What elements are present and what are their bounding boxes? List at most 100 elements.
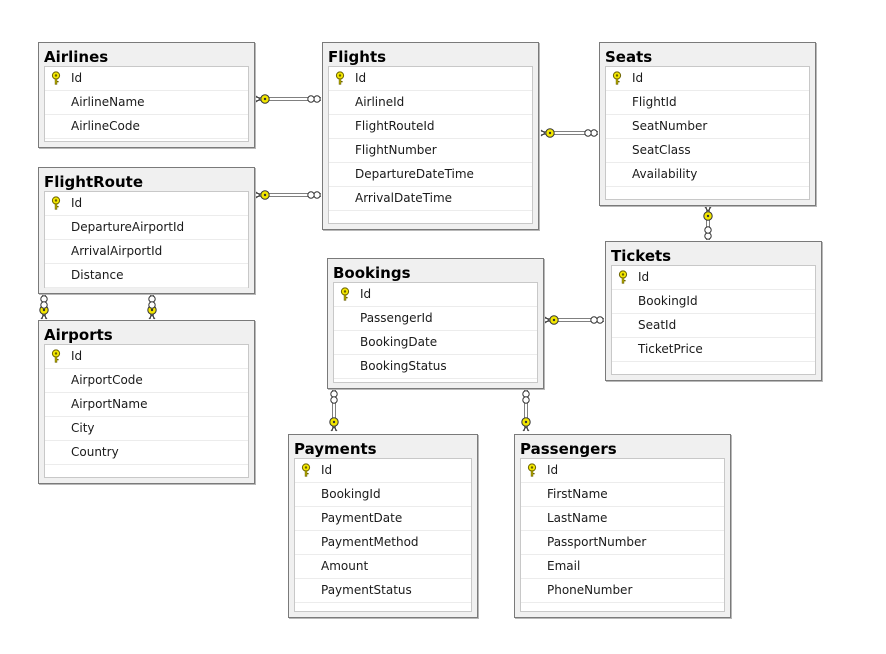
column-row[interactable]: BookingId [612, 290, 815, 314]
column-row[interactable]: SeatId [612, 314, 815, 338]
column-row[interactable]: Id [521, 459, 724, 483]
column-row[interactable]: Email [521, 555, 724, 579]
relationship-seats-tickets[interactable] [703, 206, 713, 240]
column-row[interactable]: Distance [45, 264, 248, 288]
primary-key-icon [50, 71, 62, 85]
column-name: FlightId [632, 95, 677, 109]
column-name: PaymentStatus [321, 583, 412, 597]
column-name: Id [547, 463, 559, 477]
column-row[interactable]: Id [45, 345, 248, 369]
column-name: DepartureAirportId [71, 220, 185, 234]
column-row[interactable]: FlightId [606, 91, 809, 115]
column-name: Id [71, 196, 83, 210]
column-row[interactable]: DepartureAirportId [45, 216, 248, 240]
column-row[interactable]: AirlineId [329, 91, 532, 115]
column-row[interactable]: TicketPrice [612, 338, 815, 362]
table-title[interactable]: FlightRoute [44, 173, 143, 191]
column-row[interactable]: FlightNumber [329, 139, 532, 163]
column-row[interactable]: PaymentMethod [295, 531, 471, 555]
column-row[interactable]: AirlineCode [45, 115, 248, 139]
many-end-infinity-icon [704, 226, 712, 240]
relationship-bookings-tickets[interactable] [544, 315, 604, 325]
column-row[interactable]: PhoneNumber [521, 579, 724, 603]
column-row[interactable]: City [45, 417, 248, 441]
column-row[interactable]: PassportNumber [521, 531, 724, 555]
column-row[interactable]: FirstName [521, 483, 724, 507]
relationship-passengers-bookings[interactable] [521, 390, 531, 432]
column-row[interactable]: AirlineName [45, 91, 248, 115]
table-title[interactable]: Payments [294, 440, 377, 458]
column-row[interactable]: Id [612, 266, 815, 290]
column-row[interactable]: AirportName [45, 393, 248, 417]
column-name: Id [321, 463, 333, 477]
column-name: BookingId [638, 294, 698, 308]
column-row[interactable]: Id [45, 192, 248, 216]
relationship-flights-seats[interactable] [540, 128, 598, 138]
table-title[interactable]: Airports [44, 326, 113, 344]
table-title[interactable]: Seats [605, 48, 653, 66]
relationship-bookings-payments[interactable] [329, 390, 339, 432]
column-name: SeatClass [632, 143, 691, 157]
relationship-airports-flightroute-departure[interactable] [39, 295, 49, 320]
column-row[interactable]: DepartureDateTime [329, 163, 532, 187]
column-row[interactable]: Id [334, 283, 537, 307]
column-name: FirstName [547, 487, 608, 501]
one-end-key-icon [329, 417, 339, 432]
column-row[interactable]: Id [295, 459, 471, 483]
column-name: AirlineCode [71, 119, 140, 133]
column-row[interactable]: SeatClass [606, 139, 809, 163]
column-row[interactable]: Country [45, 441, 248, 465]
relationship-airlines-flights[interactable] [255, 94, 321, 104]
primary-key-icon [339, 287, 351, 301]
column-row[interactable]: ArrivalAirportId [45, 240, 248, 264]
column-row[interactable]: PaymentDate [295, 507, 471, 531]
column-name: FlightNumber [355, 143, 437, 157]
column-row[interactable]: SeatNumber [606, 115, 809, 139]
table-title[interactable]: Airlines [44, 48, 109, 66]
many-end-infinity-icon [590, 316, 604, 324]
column-row[interactable]: PaymentStatus [295, 579, 471, 603]
column-row[interactable]: BookingId [295, 483, 471, 507]
relationship-airports-flightroute-arrival[interactable] [147, 295, 157, 320]
many-end-infinity-icon [522, 390, 530, 404]
column-row[interactable]: FlightRouteId [329, 115, 532, 139]
relationship-flightroute-flights[interactable] [255, 190, 321, 200]
column-name: Distance [71, 268, 124, 282]
column-row[interactable]: BookingStatus [334, 355, 537, 379]
column-row[interactable]: Id [45, 67, 248, 91]
column-row[interactable]: PassengerId [334, 307, 537, 331]
column-row[interactable]: Availability [606, 163, 809, 187]
column-name: PaymentMethod [321, 535, 419, 549]
column-row[interactable]: Amount [295, 555, 471, 579]
column-row[interactable]: ArrivalDateTime [329, 187, 532, 211]
column-row[interactable]: BookingDate [334, 331, 537, 355]
table-title[interactable]: Tickets [611, 247, 672, 265]
column-name: DepartureDateTime [355, 167, 474, 181]
table-title[interactable]: Passengers [520, 440, 617, 458]
column-name: Id [360, 287, 372, 301]
column-name: AirportCode [71, 373, 143, 387]
column-row[interactable]: AirportCode [45, 369, 248, 393]
column-row[interactable]: Id [606, 67, 809, 91]
table-title[interactable]: Flights [328, 48, 387, 66]
column-row[interactable]: LastName [521, 507, 724, 531]
column-name: BookingId [321, 487, 381, 501]
table-title[interactable]: Bookings [333, 264, 411, 282]
column-row[interactable]: Id [329, 67, 532, 91]
column-name: ArrivalDateTime [355, 191, 453, 205]
many-end-infinity-icon [148, 295, 156, 309]
column-name: Availability [632, 167, 698, 181]
